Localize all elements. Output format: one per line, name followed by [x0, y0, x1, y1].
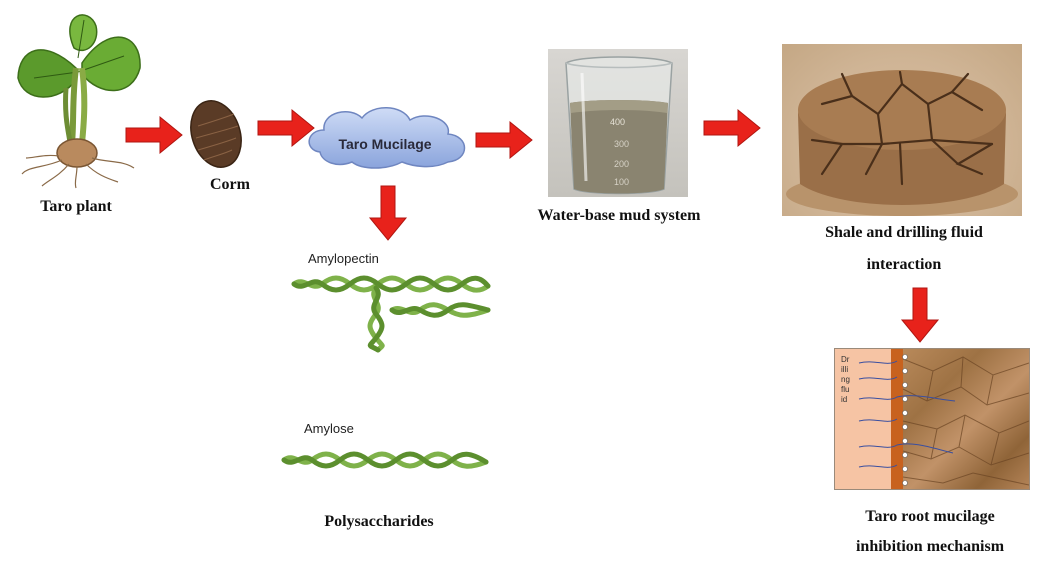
beaker-icon — [565, 56, 673, 195]
shale-interaction-label-line2: interaction — [866, 256, 942, 273]
arrow-right-icon — [257, 108, 315, 148]
shale-formation — [902, 349, 1029, 489]
taro-leaf-icon — [17, 14, 141, 98]
inhibition-mechanism-diagram: Drilling fluid — [834, 348, 1030, 490]
taro-mucilage-cloud — [308, 107, 466, 169]
roots-icon — [21, 154, 135, 189]
beaker-photo: 400 300 200 100 — [548, 49, 688, 197]
taro-plant-illustration — [17, 14, 141, 189]
cracked-shale-icon — [786, 70, 1018, 216]
corm-illustration — [190, 100, 242, 168]
cracked-shale-photo — [782, 44, 1022, 216]
shale-interaction-label-line1: Shale and drilling fluid — [825, 224, 983, 241]
polysaccharides-label: Polysaccharides — [324, 513, 434, 530]
taro-mucilage-label: Taro Mucilage — [338, 136, 432, 152]
mechanism-label-line2: inhibition mechanism — [855, 538, 1005, 555]
arrow-right-icon — [475, 120, 533, 160]
beaker-mark: 400 — [610, 117, 626, 127]
arrow-right-icon — [703, 108, 761, 148]
arrow-down-icon — [368, 185, 408, 241]
arrow-right-icon — [125, 115, 183, 155]
arrow-down-icon — [900, 287, 940, 343]
beaker-mark: 100 — [614, 177, 630, 187]
shale-texture-icon — [902, 356, 1029, 486]
filtrate-lines-icon — [858, 354, 956, 486]
mechanism-label-line1: Taro root mucilage — [865, 508, 995, 525]
amylose-label: Amylose — [304, 421, 354, 436]
water-base-mud-label: Water-base mud system — [537, 207, 701, 224]
amylose-helix — [281, 451, 489, 469]
drilling-fluid-vertical-label: Drilling fluid — [841, 355, 850, 404]
amylopectin-helix — [291, 275, 491, 353]
taro-plant-label: Taro plant — [40, 198, 112, 215]
beaker-mark: 200 — [614, 159, 630, 169]
beaker-mark: 300 — [614, 139, 630, 149]
drilling-fluid-zone — [835, 349, 891, 489]
corm-label: Corm — [210, 176, 250, 193]
amylopectin-label: Amylopectin — [308, 251, 379, 266]
